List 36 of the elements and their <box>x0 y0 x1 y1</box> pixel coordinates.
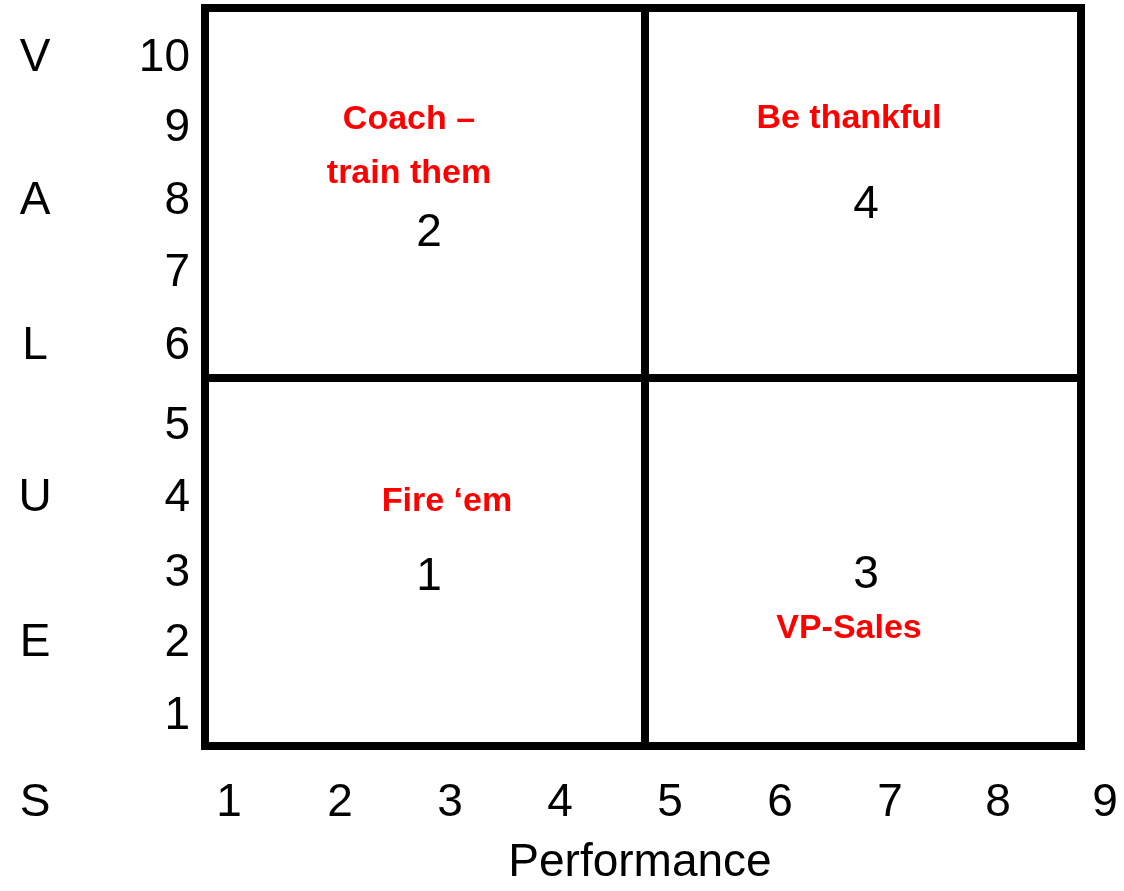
y-tick-label: 8 <box>164 175 190 221</box>
quadrant-label: Coach – train them <box>325 96 493 192</box>
axis-letter: A <box>19 175 51 221</box>
x-tick-label: 9 <box>1092 777 1118 823</box>
quadrant-box <box>205 378 645 746</box>
y-tick-label: 9 <box>164 102 190 148</box>
x-tick-label: 7 <box>877 777 903 823</box>
x-tick-label: 2 <box>327 777 353 823</box>
x-tick-label: 1 <box>216 777 242 823</box>
x-tick-label: 8 <box>985 777 1011 823</box>
x-tick-label: 3 <box>437 777 463 823</box>
y-tick-label: 10 <box>138 32 190 78</box>
axis-letter: V <box>19 32 51 78</box>
y-tick-label: 4 <box>164 472 190 518</box>
x-tick-label: 6 <box>767 777 793 823</box>
quadrant-label: Be thankful <box>755 95 943 137</box>
x-tick-label: 4 <box>547 777 573 823</box>
y-tick-label: 7 <box>164 247 190 293</box>
y-tick-label: 1 <box>164 690 190 736</box>
quadrant-label: Fire ‘em <box>380 478 514 520</box>
axis-letter: S <box>19 777 51 823</box>
axis-letter: E <box>19 617 51 663</box>
x-tick-label: 5 <box>657 777 683 823</box>
y-tick-label: 6 <box>164 320 190 366</box>
y-tick-label: 5 <box>164 400 190 446</box>
quadrant-box <box>205 8 645 378</box>
quadrant-label: VP-Sales <box>775 605 923 647</box>
y-tick-label: 3 <box>164 547 190 593</box>
y-tick-label: 2 <box>164 617 190 663</box>
quadrant-number: 1 <box>416 551 442 597</box>
quadrant-number: 2 <box>416 207 442 253</box>
axis-letter: U <box>18 472 52 518</box>
quadrant-number: 3 <box>853 549 879 595</box>
axis-letter: L <box>22 320 48 366</box>
x-axis-title: Performance <box>508 837 772 883</box>
quadrant-number: 4 <box>853 179 879 225</box>
